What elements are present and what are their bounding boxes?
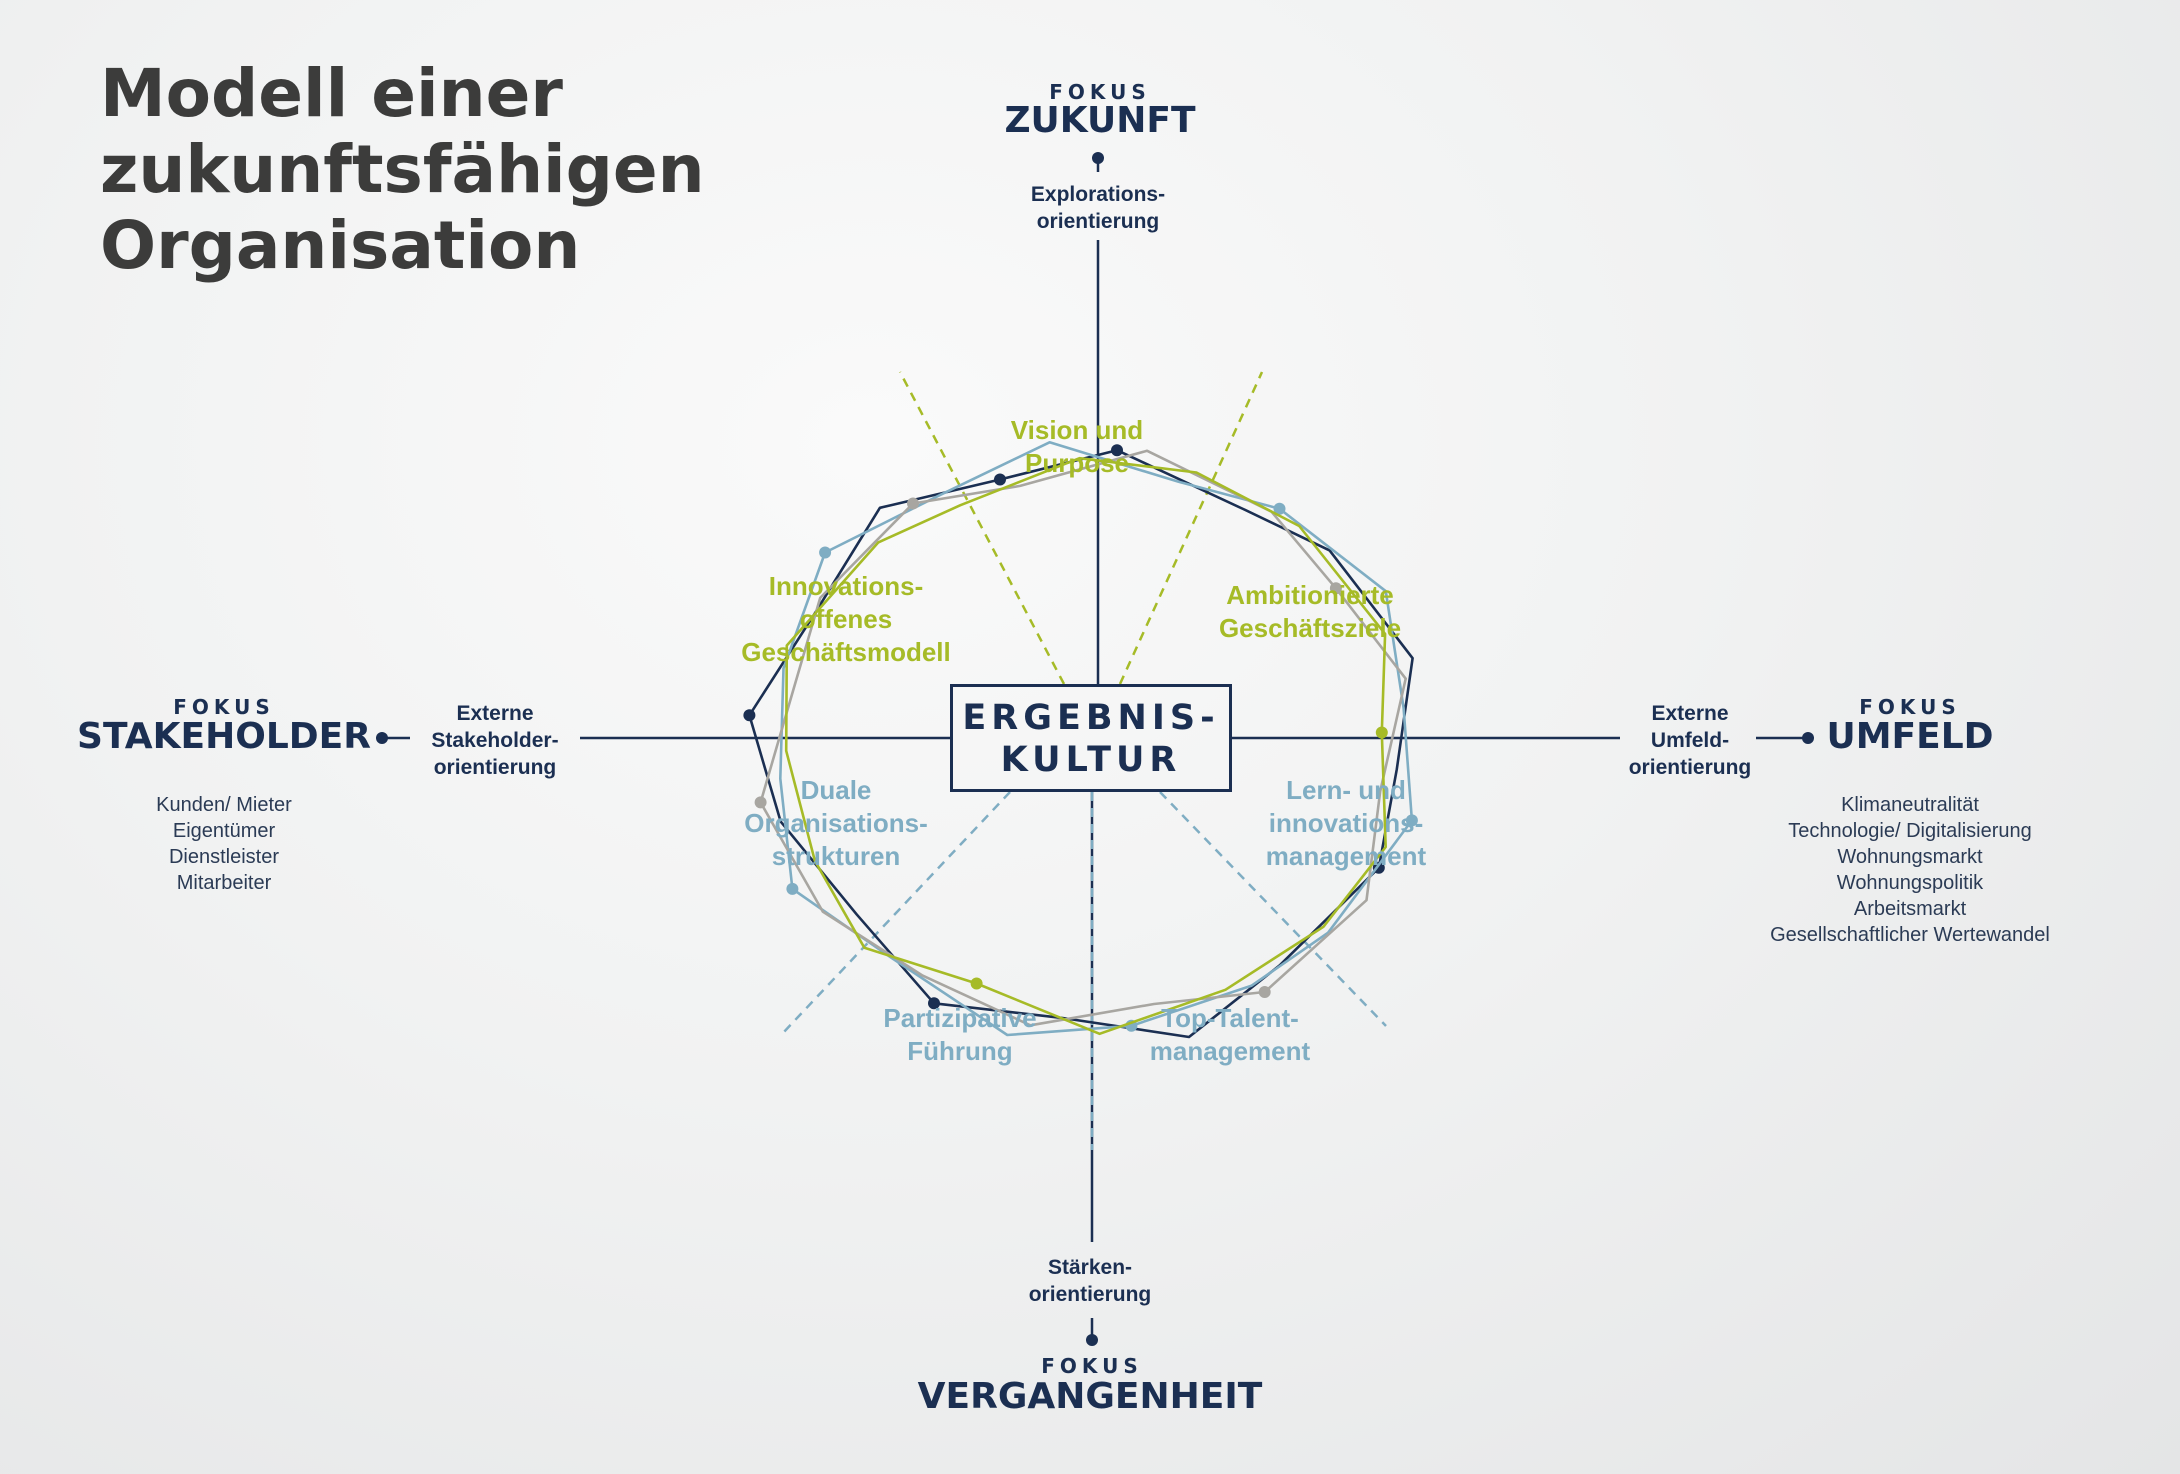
radar-point [786,882,799,895]
sector-talent: Top-Talent- management [1110,1002,1350,1068]
heading-zukunft: ZUKUNFT [1004,100,1196,141]
axis-dot-right [1802,732,1814,744]
fokus-label-right: FOKUS [1859,695,1961,719]
axis-label-staerken: Stärken- orientierung [952,1254,1228,1308]
heading-umfeld: UMFELD [1826,716,1994,757]
sector-line: Duale [800,775,872,805]
center-line: KULTUR [1000,740,1182,780]
center-line: ERGEBNIS- [962,698,1220,738]
list-item: Gesellschaftlicher Wertewandel [1770,924,2050,946]
list-item: Dienstleister [168,846,280,868]
title-line: Modell einer [100,55,563,132]
axis-dot-top [1092,152,1104,164]
sector-line: Purpose [1024,448,1130,478]
heading-vergangenheit: VERGANGENHEIT [917,1376,1263,1417]
fokus-label-top: FOKUS [1049,80,1151,104]
radar-point [754,796,767,809]
divider-green-left [898,371,1066,685]
sector-line: Geschäftsmodell [741,637,951,667]
sector-line: Organisations- [744,808,928,838]
axis-dot-left [376,732,388,744]
sector-duale-strukturen: Duale Organisations- strukturen [716,774,956,873]
axis-end-dots [376,152,1814,1346]
divider-blue-left [781,791,1011,1035]
fokus-label-bottom: FOKUS [1041,1354,1143,1378]
list-item: Wohnungspolitik [1836,872,1984,894]
sector-line: Vision und [1010,415,1144,445]
radar-point [994,473,1006,486]
axis-label-line: Externe [1651,702,1729,725]
axis-label-line: Umfeld- [1650,729,1730,752]
radar-point [907,497,919,510]
heading-stakeholder: STAKEHOLDER [77,716,371,757]
radar-lines [743,440,1418,1039]
sector-line: Ambitionierte [1226,580,1394,610]
sector-line: Führung [907,1036,1013,1066]
list-item: Kunden/ Mieter [156,794,292,816]
list-item: Arbeitsmarkt [1853,898,1967,920]
title-line: Organisation [100,207,581,284]
radar-point [1258,986,1271,998]
sector-line: management [1265,841,1427,871]
sector-fuehrung: Partizipative Führung [840,1002,1080,1068]
list-item: Technologie/ Digitalisierung [1788,820,2032,842]
fokus-label-left: FOKUS [173,695,275,719]
center-box-ergebniskultur: ERGEBNIS- KULTUR [950,684,1232,792]
axis-dot-bottom [1086,1334,1098,1346]
title-line: zukunftsfähigen [100,131,705,208]
list-item: Eigentümer [172,820,276,842]
axis-label-line: orientierung [1036,210,1160,233]
sector-line: Geschäftsziele [1218,613,1402,643]
sector-ambition: Ambitionierte Geschäftsziele [1190,579,1430,645]
sector-lernmanagement: Lern- und innovations- management [1226,774,1466,873]
radar-point [1329,582,1342,595]
radar-line [759,449,1407,1027]
axis-label-stakeholder: Externe Stakeholder- orientierung [405,700,585,781]
sector-line: offenes [799,604,893,634]
sector-line: Partizipative [883,1003,1037,1033]
axis-label-line: Explorations- [1030,183,1166,206]
axis-label-exploration: Explorations- orientierung [960,181,1236,235]
list-item: Mitarbeiter [176,872,272,894]
radar-point [928,997,940,1010]
sector-line: Lern- und [1286,775,1406,805]
list-item: Wohnungsmarkt [1837,846,1983,868]
page-title: Modell einer zukunftsfähigen Organisatio… [100,56,800,284]
sector-line: Innovations- [768,571,924,601]
stakeholder-list: Kunden/ Mieter Eigentümer Dienstleister … [104,792,344,896]
radar-point [743,709,756,722]
sector-dividers [781,371,1387,1150]
radar-point [970,977,983,990]
umfeld-list: Klimaneutralität Technologie/ Digitalisi… [1730,792,2090,948]
sector-line: Top-Talent- [1161,1003,1299,1033]
axis-label-umfeld: Externe Umfeld- orientierung [1600,700,1780,781]
axis-label-line: Stakeholder- [431,729,559,752]
axis-label-line: Externe [456,702,534,725]
list-item: Klimaneutralität [1841,794,1979,816]
axis-label-line: orientierung [433,756,557,779]
radar-point [819,546,832,559]
axis-label-line: orientierung [1628,756,1752,779]
sector-vision: Vision und Purpose [957,414,1197,480]
radar-point [1375,726,1388,739]
radar-point [1273,502,1286,515]
sector-line: innovations- [1268,808,1424,838]
sector-innovation: Innovations- offenes Geschäftsmodell [726,570,966,669]
radar-point [1405,814,1418,827]
axis-label-line: orientierung [1028,1283,1152,1306]
sector-line: strukturen [771,841,901,871]
axis-label-line: Stärken- [1047,1256,1133,1279]
radar-point [1111,444,1123,457]
divider-blue-right [1159,791,1387,1027]
sector-line: management [1149,1036,1311,1066]
